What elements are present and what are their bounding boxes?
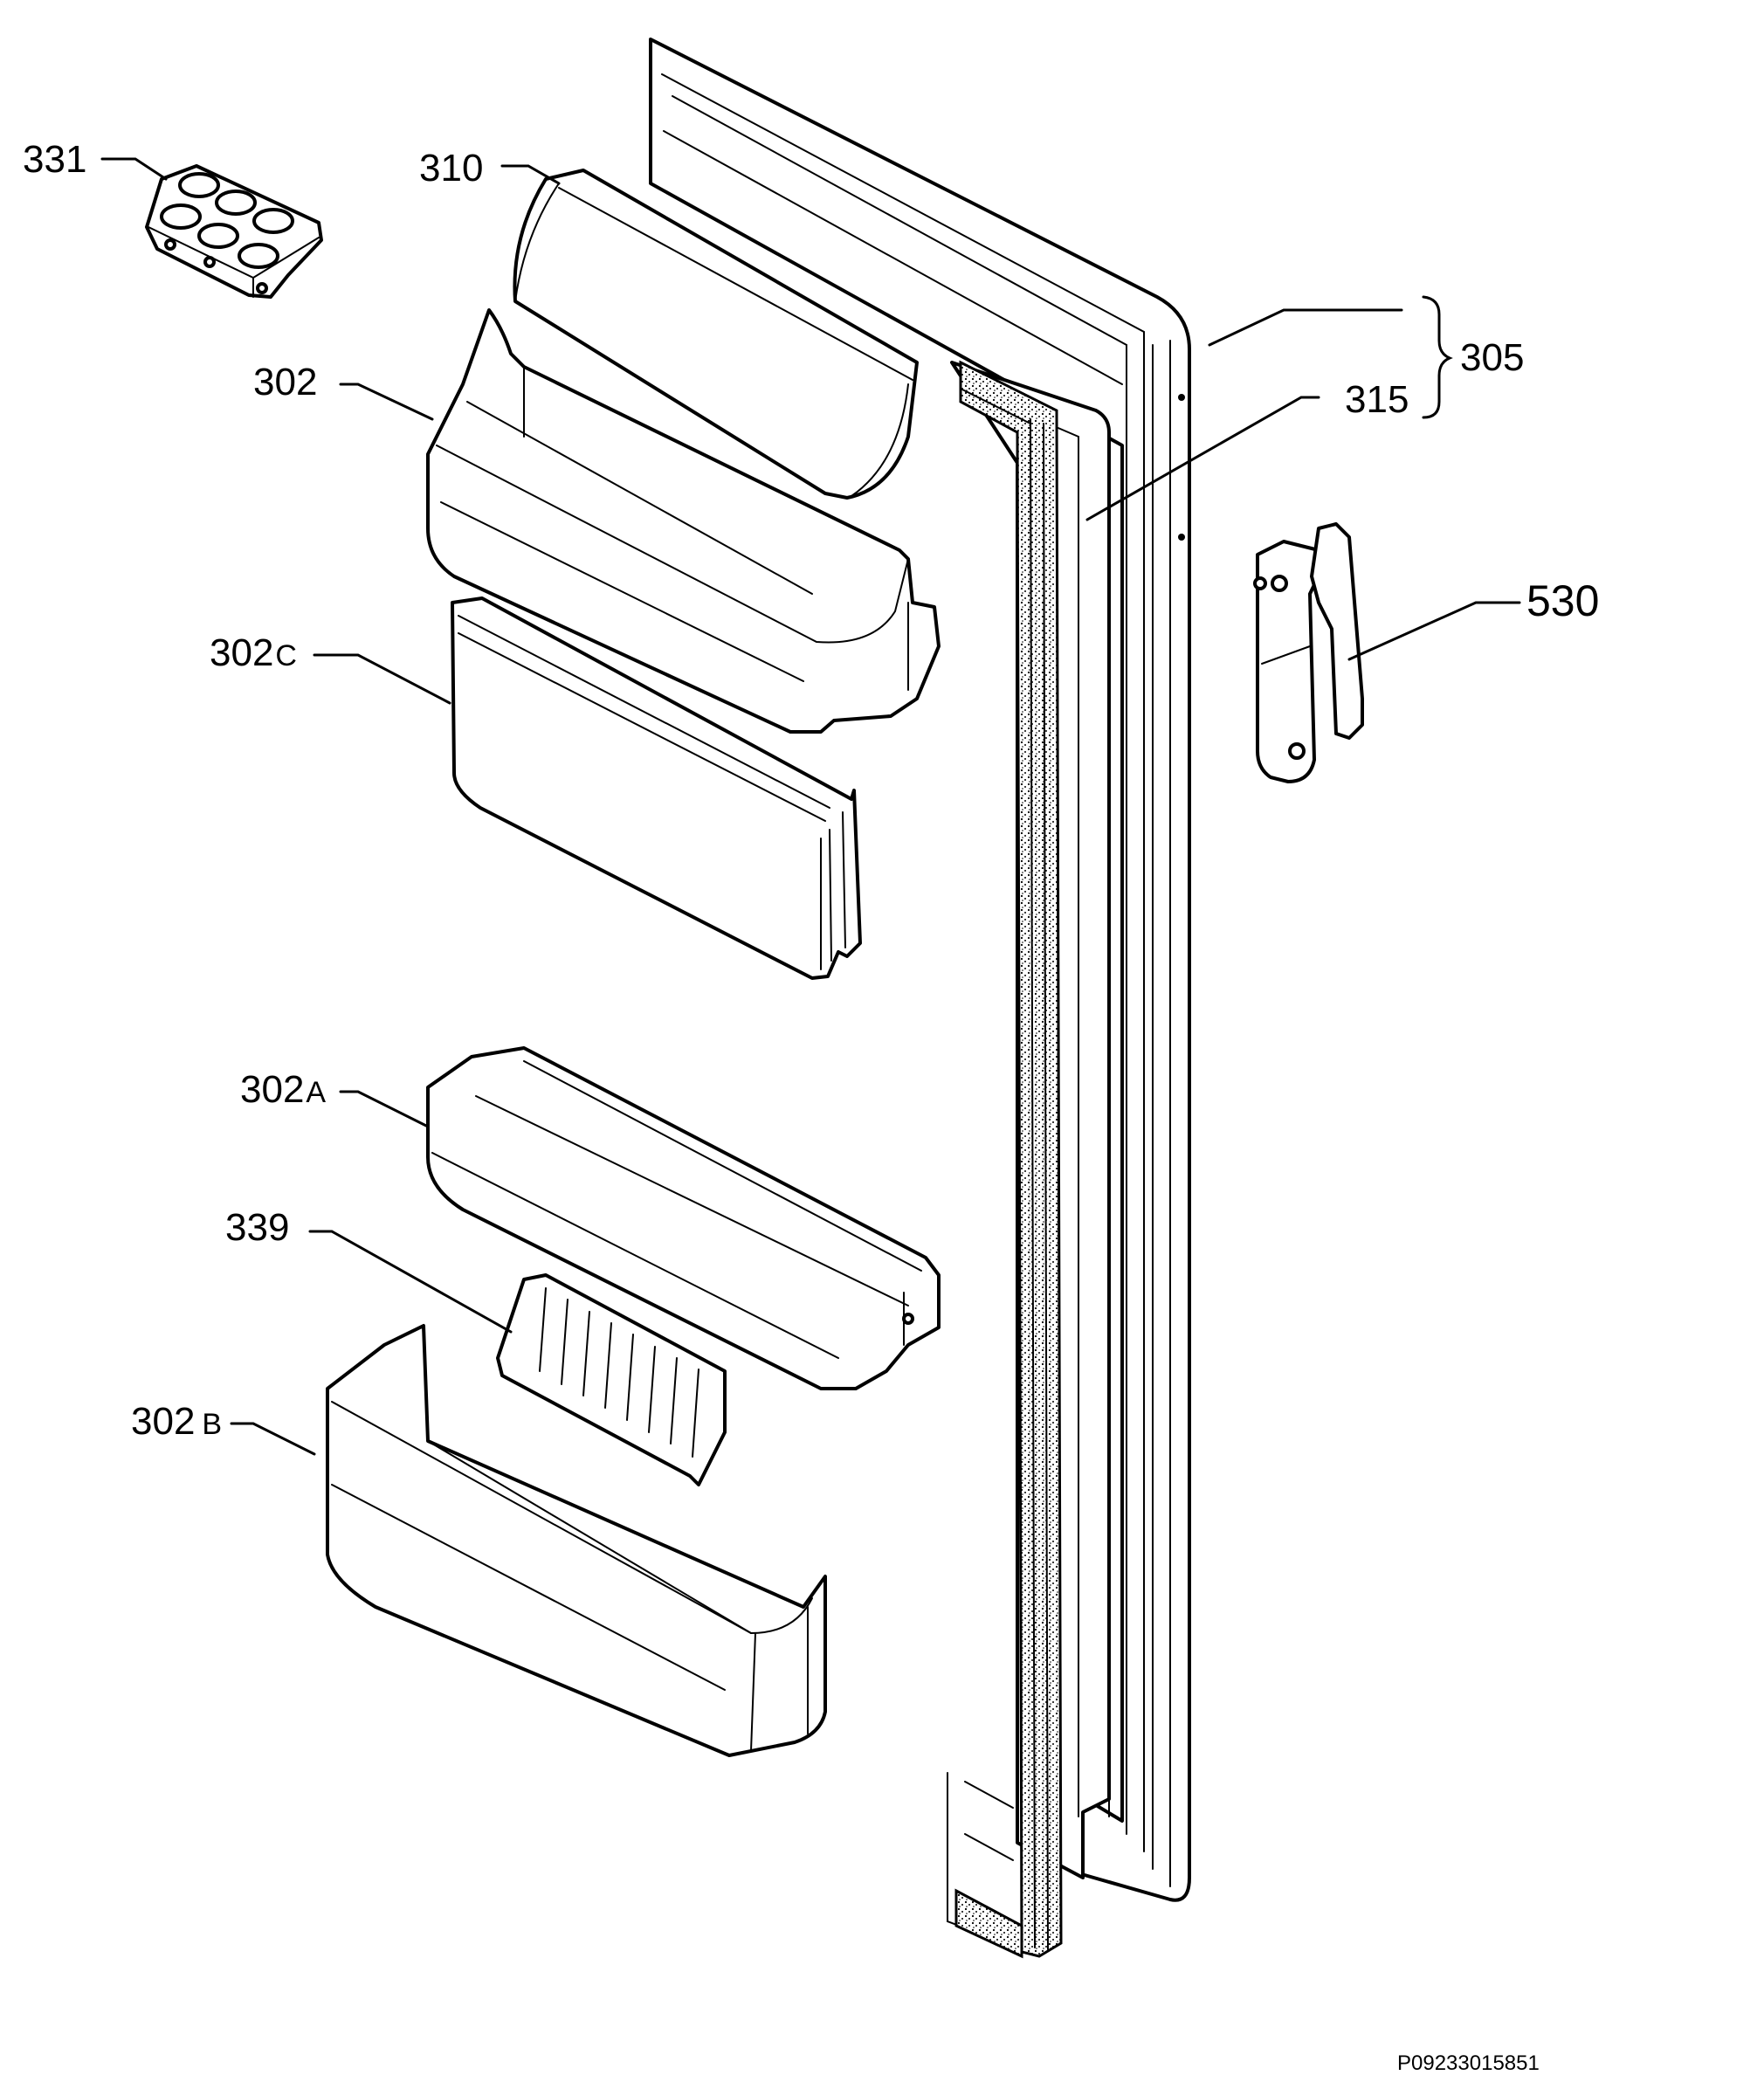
leader-lines xyxy=(100,157,1521,1456)
label-339: 339 xyxy=(225,1206,289,1249)
label-310: 310 xyxy=(419,147,483,190)
label-302: 302 xyxy=(253,361,317,403)
label-530: 530 xyxy=(1526,576,1599,625)
door-shelf-302 xyxy=(426,308,941,734)
butter-compartment-flap xyxy=(513,169,919,500)
door-gasket xyxy=(954,360,1063,1959)
label-331: 331 xyxy=(23,138,86,181)
label-305: 305 xyxy=(1460,336,1524,379)
door-shelf-302c xyxy=(451,596,862,980)
door-shelf-302a xyxy=(426,1046,941,1390)
door-shelf-302b xyxy=(326,1324,827,1757)
diagram-code: P09233015851 xyxy=(1397,2051,1540,2075)
door-handle xyxy=(1253,522,1364,783)
label-302c: 302C xyxy=(210,631,297,674)
egg-tray xyxy=(145,164,323,299)
label-315: 315 xyxy=(1345,378,1409,421)
label-302a: 302A xyxy=(240,1068,326,1111)
bottle-divider xyxy=(496,1273,727,1486)
